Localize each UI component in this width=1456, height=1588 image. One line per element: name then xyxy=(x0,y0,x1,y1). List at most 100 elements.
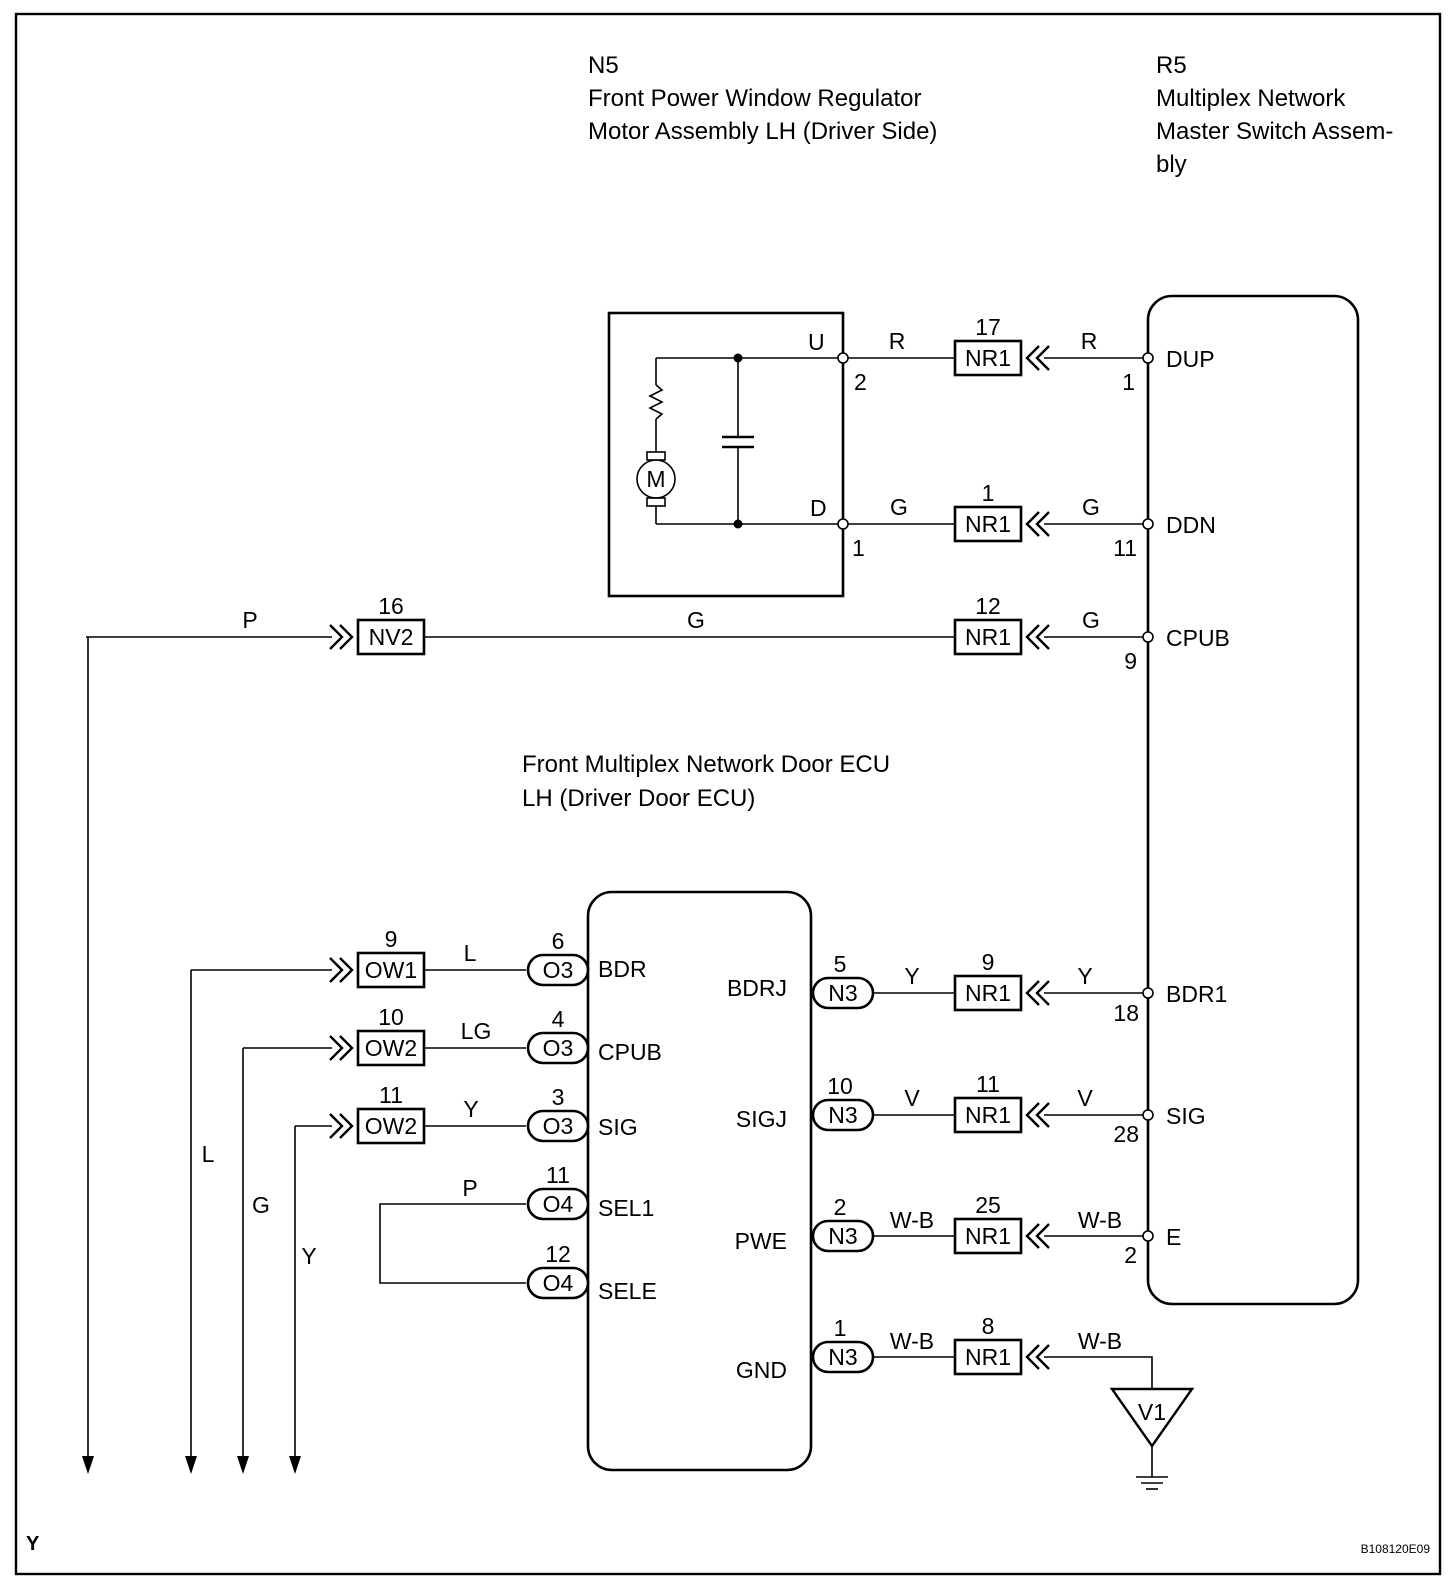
chevron-icon xyxy=(329,957,344,983)
ecu-pin-label: O4 xyxy=(543,1191,574,1217)
wire-color-ow2-cpub: LG xyxy=(461,1018,492,1044)
connector-body xyxy=(953,339,1023,377)
connector-body xyxy=(953,505,1023,543)
ecu-pin-number: 10 xyxy=(827,1073,853,1099)
ecu-pin-n3-1: N31 xyxy=(811,1315,875,1374)
switch-pin-e: 2 xyxy=(1124,1242,1137,1268)
ecu-terminal-pwe: PWE xyxy=(735,1228,787,1254)
switch-terminal-sig: SIG xyxy=(1166,1103,1206,1129)
wire-color-dup-motor: R xyxy=(889,328,906,354)
ecu-pin-body xyxy=(811,976,875,1010)
chevron-icon xyxy=(1035,1223,1050,1249)
wire-color-down-g: G xyxy=(252,1192,270,1218)
connector-pin-number: 10 xyxy=(378,1004,404,1030)
connector-label: NR1 xyxy=(965,624,1011,650)
motor-terminal-d: D xyxy=(810,495,827,521)
ecu-pin-number: 11 xyxy=(546,1162,570,1188)
ecu-terminal-sigj: SIGJ xyxy=(736,1106,787,1132)
chevron-icon xyxy=(339,1035,354,1061)
connector-label: OW2 xyxy=(365,1113,417,1139)
ecu-pin-body xyxy=(526,1109,590,1143)
ecu-pin-body xyxy=(811,1340,875,1374)
ecu-name-line1: Front Multiplex Network Door ECU xyxy=(522,751,890,778)
chevron-icon xyxy=(1035,980,1050,1006)
wire-color-bdrj-switch: Y xyxy=(1077,963,1092,989)
ecu-pin-label: O4 xyxy=(543,1270,574,1296)
corner-letter: Y xyxy=(26,1533,40,1555)
connector-body xyxy=(953,1217,1023,1255)
connector-body xyxy=(953,1096,1023,1134)
wire-color-bdrj-ecu: Y xyxy=(904,963,919,989)
ecu-pin-label: N3 xyxy=(828,980,857,1006)
chevron-icon xyxy=(339,957,354,983)
ecu-pin-number: 3 xyxy=(552,1084,565,1110)
wire-color-pwe-ecu: W-B xyxy=(890,1207,934,1233)
wire-color-sigj-switch: V xyxy=(1077,1085,1093,1111)
connector-body xyxy=(953,1338,1023,1376)
connector-pin-number: 8 xyxy=(982,1313,995,1339)
motor-name-line1: Front Power Window Regulator xyxy=(588,85,921,112)
wire-color-down-l: L xyxy=(202,1141,215,1167)
ecu-pin-label: O3 xyxy=(543,1035,574,1061)
figure-id: B108120E09 xyxy=(1361,1542,1431,1556)
switch-pin-dup: 1 xyxy=(1122,369,1135,395)
master-switch-assembly: DUP DDN CPUB BDR1 SIG E 1 11 9 18 28 2 xyxy=(1113,294,1360,1306)
chevron-icon xyxy=(1025,980,1040,1006)
connector-pin-number: 9 xyxy=(385,926,398,952)
chevron-icon xyxy=(1025,1344,1040,1370)
ecu-pin-body xyxy=(811,1219,875,1253)
motor-pin-down: 1 xyxy=(852,535,865,561)
ecu-pin-number: 1 xyxy=(834,1315,847,1341)
chevron-icon xyxy=(1025,1102,1040,1128)
switch-terminal-dup: DUP xyxy=(1166,346,1215,372)
ground-point-label: V1 xyxy=(1138,1399,1166,1425)
ecu-pin-number: 12 xyxy=(545,1241,571,1267)
chevron-icon xyxy=(329,1113,344,1139)
ecu-pin-n3-5: N35 xyxy=(811,951,875,1010)
connector-body xyxy=(953,974,1023,1012)
ecu-terminal-bdr: BDR xyxy=(598,956,647,982)
ecu-pin-body xyxy=(526,1187,590,1221)
diagram-frame xyxy=(14,12,1442,1576)
connector-pin-number: 11 xyxy=(976,1071,1000,1097)
ecu-terminal-sel1: SEL1 xyxy=(598,1195,654,1221)
connector-label: NR1 xyxy=(965,980,1011,1006)
switch-name-line3: bly xyxy=(1156,151,1187,178)
switch-pin-cpub: 9 xyxy=(1124,648,1137,674)
chevron-icon xyxy=(1035,624,1050,650)
connector-label: OW2 xyxy=(365,1035,417,1061)
switch-name-line1: Multiplex Network xyxy=(1156,85,1346,112)
chevron-icon xyxy=(329,624,344,650)
chevron-icon xyxy=(1025,345,1040,371)
chevron-icon xyxy=(1025,1223,1040,1249)
wire-color-gnd-ground: W-B xyxy=(1078,1328,1122,1354)
ecu-pin-number: 5 xyxy=(834,951,847,977)
ecu-pin-body xyxy=(526,953,590,987)
motor-terminal-u: U xyxy=(808,329,825,355)
motor-pin-up: 2 xyxy=(854,369,867,395)
chevron-icon xyxy=(329,1035,344,1061)
ecu-pin-o3-6: O36 xyxy=(526,928,590,987)
connector-label: NR1 xyxy=(965,1102,1011,1128)
connector-label: NR1 xyxy=(965,1223,1011,1249)
switch-terminal-ddn: DDN xyxy=(1166,512,1216,538)
motor-symbol: M xyxy=(646,466,665,492)
ecu-pin-body xyxy=(811,1098,875,1132)
switch-pin-sig: 28 xyxy=(1113,1121,1139,1147)
chevron-icon xyxy=(1035,511,1050,537)
ecu-pin-body xyxy=(526,1266,590,1300)
